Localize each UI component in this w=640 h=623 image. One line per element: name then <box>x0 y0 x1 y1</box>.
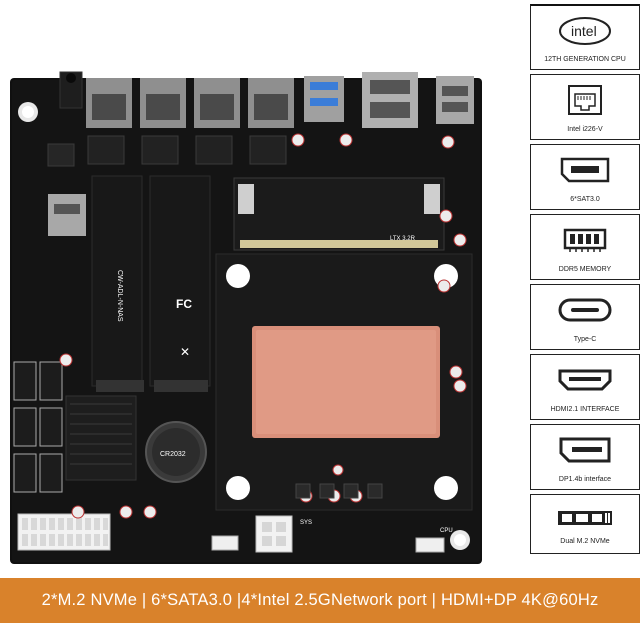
usb-port-right <box>436 76 474 124</box>
silk-ltx-label: LTX 3.2R <box>390 236 416 242</box>
m2-nvme-ssd-icon <box>558 511 612 525</box>
silk-model-label: CW-ADL-N-NAS <box>116 270 123 322</box>
m2-slots <box>91 175 211 392</box>
displayport-icon <box>559 437 611 463</box>
feature-label: Intel i226-V <box>567 126 603 133</box>
feature-displayport: DP1.4b interface <box>530 424 640 490</box>
ethernet-ports <box>86 78 294 128</box>
feature-label: Dual M.2 NVMe <box>560 538 610 545</box>
svg-text:✕: ✕ <box>180 345 190 359</box>
silk-fc-label: FC <box>176 297 192 311</box>
hdmi-port-icon <box>558 369 612 391</box>
svg-text:intel: intel <box>571 23 597 39</box>
ethernet-port-icon <box>568 85 602 115</box>
ddr5-memory-icon <box>563 228 607 252</box>
feature-typec: Type-C <box>530 284 640 350</box>
feature-network: Intel i226-V <box>530 74 640 140</box>
feature-label: 6*SAT3.0 <box>570 196 600 203</box>
feature-cpu: intel 12TH GENERATION CPU <box>530 4 640 70</box>
feature-label: DP1.4b interface <box>558 476 612 483</box>
intel-logo-icon: intel <box>559 17 611 45</box>
feature-memory: DDR5 MEMORY <box>530 214 640 280</box>
feature-nvme: Dual M.2 NVMe <box>530 494 640 554</box>
ddr5-sodimm-slot <box>233 177 445 251</box>
feature-sata: 6*SAT3.0 <box>530 144 640 210</box>
feature-label: DDR5 MEMORY <box>558 266 612 273</box>
usb-type-c-icon <box>558 298 612 322</box>
sata-connectors <box>13 361 63 493</box>
cpu-4pin-connector <box>255 515 293 553</box>
feature-label: HDMI2.1 INTERFACE <box>550 406 620 413</box>
motherboard-photo: CW-ADL-N-NAS FC ✕ LTX 3.2R CR2032 <box>10 71 482 564</box>
sata-port-icon <box>560 157 610 183</box>
silk-battery-label: CR2032 <box>160 451 186 458</box>
feature-label: Type-C <box>573 336 597 343</box>
fan-header-cpu <box>415 537 445 553</box>
audio-jack <box>59 71 83 109</box>
chipset-heatsink <box>65 395 137 481</box>
spec-banner-text: 2*M.2 NVMe | 6*SATA3.0 |4*Intel 2.5GNetw… <box>41 591 599 609</box>
fan-header-sys <box>211 535 239 551</box>
feature-hdmi: HDMI2.1 INTERFACE <box>530 354 640 420</box>
silk-sys-label: SYS <box>300 520 312 526</box>
silk-cpu-label: CPU <box>440 528 453 534</box>
feature-label: 12TH GENERATION CPU <box>544 56 626 63</box>
spec-banner: 2*M.2 NVMe | 6*SATA3.0 |4*Intel 2.5GNetw… <box>0 578 640 623</box>
internal-usb-port <box>48 194 86 236</box>
